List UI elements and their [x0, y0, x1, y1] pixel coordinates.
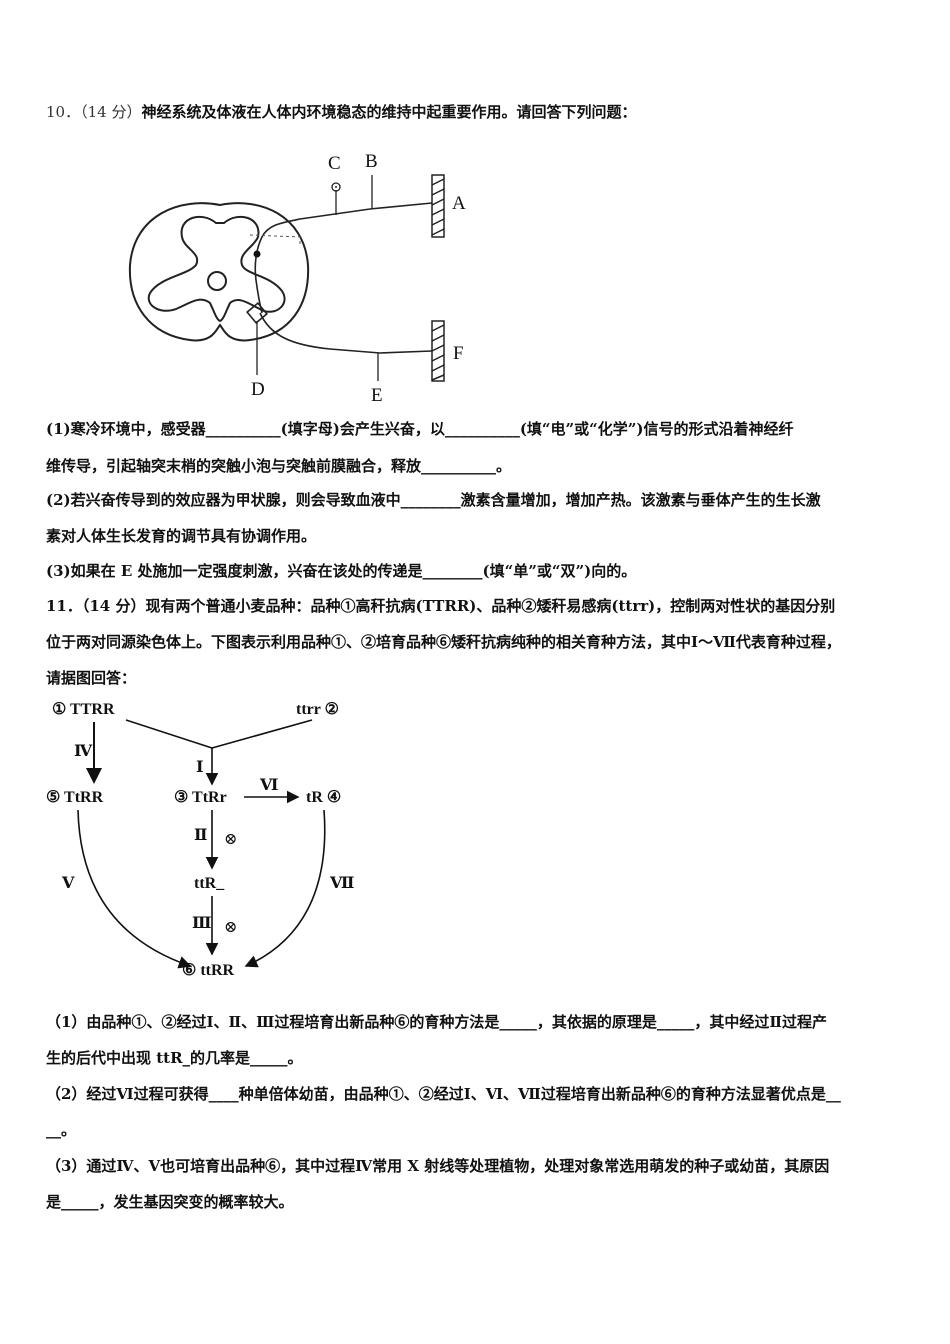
q11-stem-line3: 请据图回答：: [46, 669, 137, 687]
node-4: tR ④: [306, 789, 341, 806]
label-F: F: [453, 343, 464, 364]
q11-a1-line1: （1）由品种①、②经过Ⅰ、Ⅱ、Ⅲ过程培育出新品种⑥的育种方法是_____，其依据…: [46, 1013, 828, 1031]
label-D: D: [251, 379, 265, 400]
q11-stem-line2: 位于两对同源染色体上。下图表示利用品种①、②培育品种⑥矮秆抗病纯种的相关育种方法…: [46, 633, 841, 651]
central-canal: [207, 271, 227, 291]
q11-a3-line1: （3）通过Ⅳ、Ⅴ也可培育出品种⑥，其中过程Ⅳ常用 X 射线等处理植物，处理对象常…: [46, 1157, 830, 1175]
node-1: ① TTRR: [52, 701, 115, 718]
label-C: C: [328, 153, 341, 174]
node-3: ③ TtRr: [174, 789, 227, 806]
afferent-fiber: [254, 202, 433, 314]
efferent-fiber: [259, 312, 433, 354]
q11-a2-line2: __。: [46, 1121, 77, 1139]
selfing-icon-1: ⊗: [224, 831, 237, 848]
q11-a2-line1: （2）经过Ⅵ过程可获得____种单倍体幼苗，由品种①、②经过Ⅰ、Ⅵ、Ⅶ过程培育出…: [46, 1085, 841, 1103]
label-B: B: [365, 151, 378, 172]
motor-neuron-body: [246, 302, 268, 324]
node-5: ⑤ TtRR: [46, 789, 104, 806]
interneuron-body: [253, 250, 261, 258]
node-2: ttrr ②: [296, 701, 339, 718]
label-III: Ⅲ: [192, 915, 211, 932]
node-6: ⑥ ttRR: [182, 962, 235, 979]
q10-stem-text: 神经系统及体液在人体内环境稳态的维持中起重要作用。请回答下列问题：: [141, 103, 637, 121]
dashed-boundary: [249, 234, 301, 245]
node-ttR: ttR_: [194, 875, 225, 892]
cross-line-left: [125, 719, 213, 749]
arrow-V: [77, 809, 192, 969]
q11-a3-line2: 是_____，发生基因突变的概率较大。: [46, 1193, 294, 1211]
q11-a1-line2: 生的后代中出现 ttR_的几率是_____。: [46, 1049, 303, 1067]
q10-number: 10．（14 分）: [46, 103, 142, 121]
label-E: E: [371, 385, 383, 405]
reflex-arc-figure: C B A D E F: [128, 151, 466, 405]
label-V: Ⅴ: [61, 875, 75, 892]
label-I: Ⅰ: [196, 759, 203, 776]
q10-part1-line2: 维传导，引起轴突末梢的突触小泡与突触前膜融合，释放__________。: [46, 457, 512, 475]
arrow-VII: [244, 809, 326, 968]
cross-line-right: [211, 719, 313, 749]
breeding-diagram: ① TTRR ttrr ② Ⅰ Ⅳ ⑤ TtRR ③ TtRr Ⅵ tR ④ Ⅱ…: [46, 701, 354, 979]
label-A: A: [452, 193, 466, 214]
spinal-cord-outline: [128, 202, 310, 342]
q10-part2-line1: (2)若兴奋传导到的效应器为甲状腺，则会导致血液中________激素含量增加，…: [46, 491, 821, 509]
receptor-A: [431, 174, 445, 238]
q10-part2-line2: 素对人体生长发育的调节具有协调作用。: [46, 527, 317, 545]
effector-F: [431, 320, 445, 382]
label-IV: Ⅳ: [74, 743, 93, 760]
grey-matter: [147, 215, 286, 323]
selfing-icon-2: ⊗: [224, 919, 237, 936]
q10-part1-line1: (1)寒冷环境中，感受器__________(填字母)会产生兴奋，以______…: [46, 420, 794, 438]
q10-part3-line1: (3)如果在 E 处施加一定强度刺激，兴奋在该处的传递是________(填“单…: [46, 562, 637, 580]
label-II: Ⅱ: [194, 827, 207, 844]
q10-stem: 10．（14 分）神经系统及体液在人体内环境稳态的维持中起重要作用。请回答下列问…: [46, 102, 636, 122]
electrode-C: [331, 182, 341, 192]
q11-stem-line1: 11．（14 分）现有两个普通小麦品种：品种①高秆抗病(TTRR)、品种②矮秆易…: [46, 597, 836, 615]
label-VI: Ⅵ: [259, 777, 278, 794]
label-VII: Ⅶ: [329, 875, 354, 892]
